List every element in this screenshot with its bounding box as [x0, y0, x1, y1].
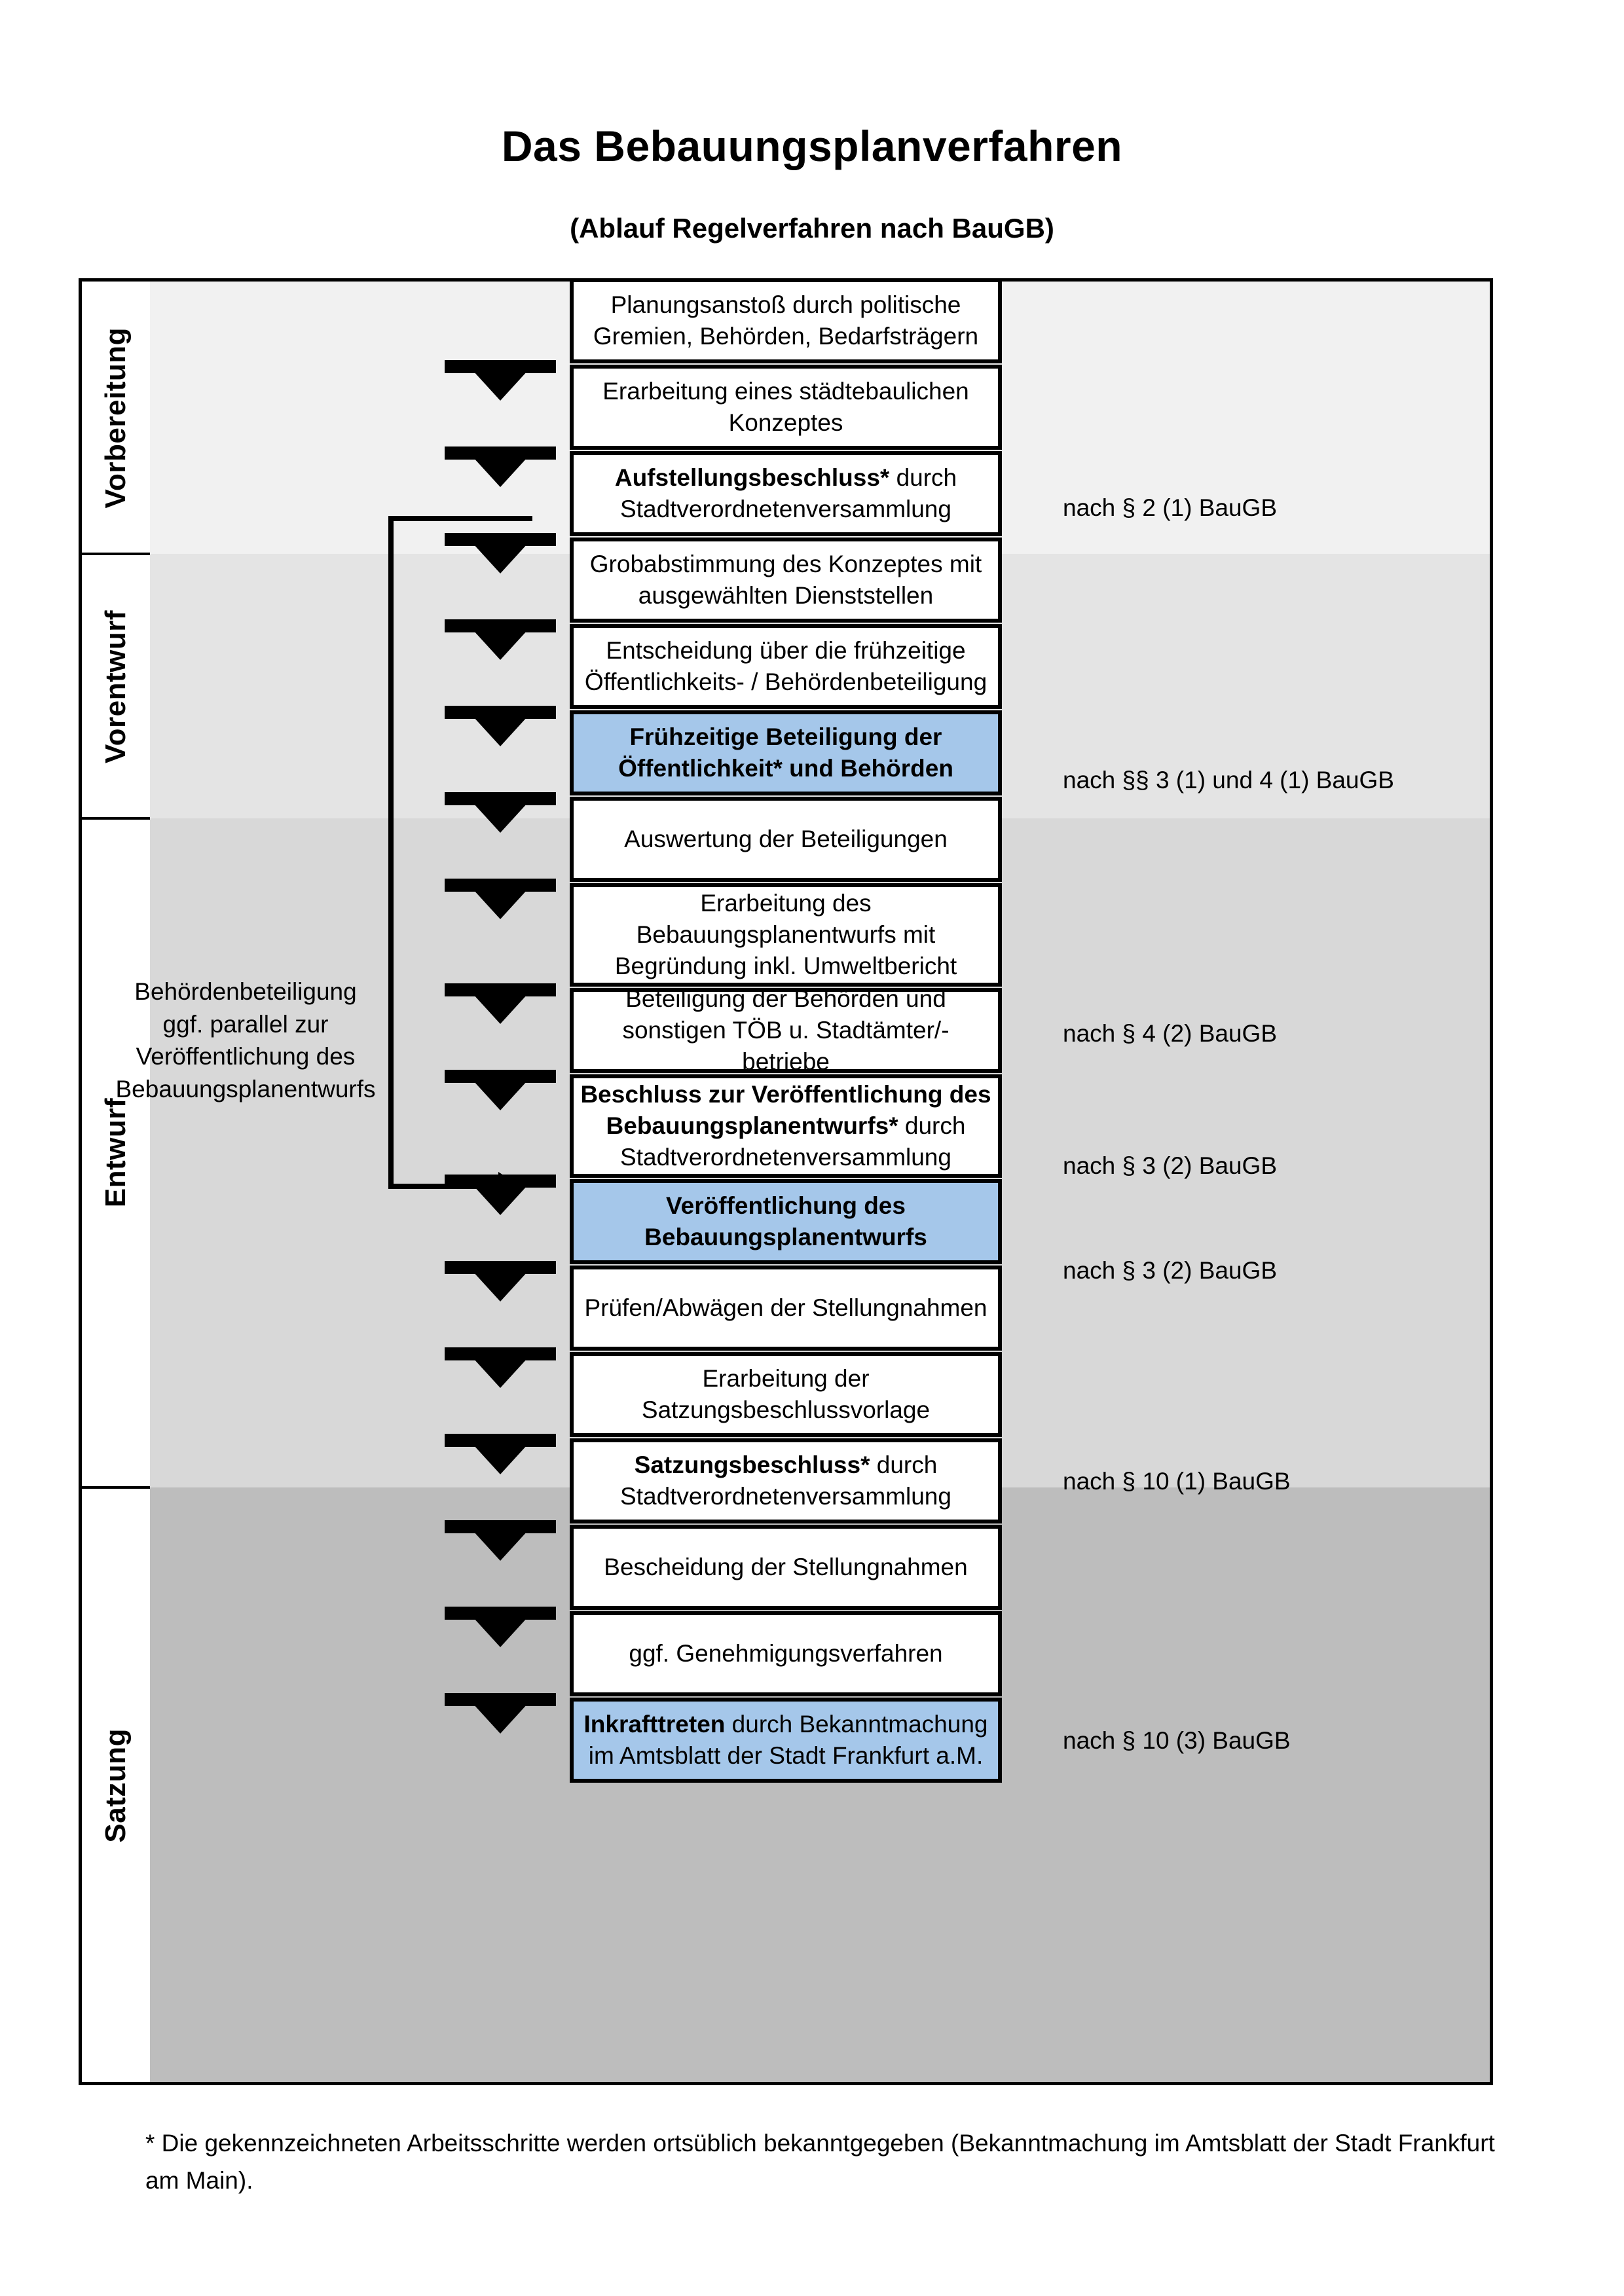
step-line-2: Gremien, Behörden, Bedarfsträgern	[593, 323, 979, 350]
step-line-1-rest: durch	[870, 1451, 938, 1478]
step-line-1: Prüfen/Abwägen der Stellungnahmen	[584, 1294, 987, 1321]
step-line-1: Entscheidung über die frühzeitige	[606, 636, 966, 664]
step-beschluss-veroeffentlichung[interactable]: Beschluss zur Veröffentlichung des Bebau…	[570, 1074, 1002, 1178]
footnote: * Die gekennzeichneten Arbeitsschritte w…	[145, 2130, 1495, 2195]
side-note-line-4: Bebauungsplanentwurfs	[115, 1075, 376, 1102]
step-line-2: Bebauungsplanentwurfs mit	[636, 920, 936, 948]
law-ref-3-2-a: nach § 3 (2) BauGB	[1063, 1152, 1278, 1179]
step-aufstellungsbeschluss[interactable]: Aufstellungsbeschluss* durch Stadtverord…	[570, 451, 1002, 536]
phase-divider-2	[82, 817, 150, 820]
step-line-1-rest: durch	[889, 464, 957, 491]
step-erarbeitung-satzungsbeschlussvorlage[interactable]: Erarbeitung der Satzungsbeschlussvorlage	[570, 1352, 1002, 1437]
connector-vertical	[388, 516, 394, 1189]
step-line-2: Konzeptes	[728, 409, 843, 436]
step-genehmigungsverfahren[interactable]: ggf. Genehmigungsverfahren	[570, 1611, 1002, 1696]
step-veroeffentlichung-entwurf[interactable]: Veröffentlichung des Bebauungsplanentwur…	[570, 1179, 1002, 1264]
step-line-1: Erarbeitung eines städtebaulichen	[602, 377, 969, 405]
connector-arrowhead-icon	[498, 1172, 521, 1201]
side-note-line-1: Behördenbeteiligung	[134, 978, 357, 1005]
side-note-line-2: ggf. parallel zur	[162, 1010, 329, 1038]
step-line-1-rest: durch Bekanntmachung	[725, 1710, 988, 1738]
phase-cell-satzung: Satzung	[82, 1489, 150, 2082]
step-pruefen-abwaegen[interactable]: Prüfen/Abwägen der Stellungnahmen	[570, 1266, 1002, 1351]
step-staedtebauliches-konzept[interactable]: Erarbeitung eines städtebaulichen Konzep…	[570, 365, 1002, 450]
side-note-behoerdenbeteiligung: Behördenbeteiligung ggf. parallel zur Ve…	[108, 975, 383, 1105]
step-line-1: Bescheidung der Stellungnahmen	[604, 1553, 968, 1580]
step-emphasis-line-1: Beschluss zur Veröffentlichung des	[580, 1080, 991, 1108]
step-planungsanstoss[interactable]: Planungsanstoß durch politische Gremien,…	[570, 278, 1002, 363]
step-line-2: Öffentlichkeits- / Behördenbeteiligung	[584, 668, 987, 695]
step-line-1: ggf. Genehmigungsverfahren	[629, 1639, 943, 1667]
step-line-2: Bebauungsplanentwurfs	[644, 1224, 927, 1250]
step-line-1: Aufstellungsbeschluss* durch	[615, 462, 957, 494]
step-grobabstimmung[interactable]: Grobabstimmung des Konzeptes mit ausgewä…	[570, 538, 1002, 623]
law-ref-10-3: nach § 10 (3) BauGB	[1063, 1727, 1291, 1754]
step-line-1: Satzungsbeschluss* durch	[620, 1449, 951, 1481]
phase-label-column: Vorbereitung Vorentwurf Entwurf Satzung	[82, 282, 150, 2082]
step-emphasis-line-2: Bebauungsplanentwurfs*	[606, 1112, 898, 1139]
step-inkrafttreten[interactable]: Inkrafttreten durch Bekanntmachung im Am…	[570, 1698, 1002, 1783]
step-erarbeitung-bebauungsplanentwurf[interactable]: Erarbeitung des Bebauungsplanentwurfs mi…	[570, 883, 1002, 987]
phase-divider-1	[82, 553, 150, 555]
step-line-1: Grobabstimmung des Konzeptes mit	[589, 550, 982, 577]
step-line-1: Veröffentlichung des	[666, 1192, 906, 1219]
step-line-1: Erarbeitung der	[702, 1364, 870, 1392]
step-emphasis: Inkrafttreten	[583, 1710, 726, 1738]
page-title: Das Bebauungsplanverfahren	[501, 122, 1123, 170]
step-line-1: Inkrafttreten durch Bekanntmachung	[584, 1709, 988, 1740]
step-line-3: Begründung inkl. Umweltbericht	[614, 953, 957, 980]
step-line-2: Öffentlichkeit* und Behörden	[618, 755, 953, 782]
step-line-1: Planungsanstoß durch politische	[610, 291, 961, 318]
step-line-3: Stadtverordnetenversammlung	[620, 1144, 951, 1171]
phase-cell-vorbereitung: Vorbereitung	[82, 282, 150, 554]
law-ref-3-2-b: nach § 3 (2) BauGB	[1063, 1257, 1278, 1284]
phase-cell-vorentwurf: Vorentwurf	[82, 555, 150, 818]
phase-divider-3	[82, 1486, 150, 1489]
connector-top-horizontal	[388, 516, 532, 521]
step-line-2-rest: durch	[898, 1112, 966, 1139]
parallel-process-connector	[82, 282, 1490, 2082]
step-line-2: Bebauungsplanentwurfs* durch	[580, 1110, 991, 1142]
step-beteiligung-behoerden-toeb[interactable]: Beteiligung der Behörden und sonstigen T…	[570, 985, 1002, 1075]
connector-bottom-horizontal	[388, 1184, 500, 1189]
law-ref-4-2: nach § 4 (2) BauGB	[1063, 1020, 1278, 1047]
step-entscheidung-fruehzeitige-beteiligung[interactable]: Entscheidung über die frühzeitige Öffent…	[570, 624, 1002, 709]
law-ref-3-1-4-1: nach §§ 3 (1) und 4 (1) BauGB	[1063, 767, 1394, 793]
step-line-2: Stadtverordnetenversammlung	[620, 1483, 951, 1510]
page-subtitle: (Ablauf Regelverfahren nach BauGB)	[570, 213, 1054, 244]
step-line-2: Satzungsbeschlussvorlage	[641, 1396, 931, 1423]
step-emphasis: Satzungsbeschluss*	[634, 1451, 870, 1478]
step-line-2: sonstigen TÖB u. Stadtämter/-betriebe	[622, 1016, 950, 1076]
step-line-1: Beschluss zur Veröffentlichung des	[580, 1079, 991, 1110]
step-auswertung-beteiligungen[interactable]: Auswertung der Beteiligungen	[570, 797, 1002, 882]
law-ref-2-1: nach § 2 (1) BauGB	[1063, 494, 1278, 521]
step-line-1: Frühzeitige Beteiligung der	[629, 723, 942, 750]
step-bescheidung-stellungnahmen[interactable]: Bescheidung der Stellungnahmen	[570, 1525, 1002, 1610]
step-line-2: im Amtsblatt der Stadt Frankfurt a.M.	[588, 1742, 984, 1769]
law-ref-10-1: nach § 10 (1) BauGB	[1063, 1468, 1291, 1495]
step-line-2: Stadtverordnetenversammlung	[620, 496, 951, 522]
step-emphasis: Aufstellungsbeschluss*	[614, 464, 890, 491]
step-line-1: Beteiligung der Behörden und	[625, 985, 946, 1012]
side-note-line-3: Veröffentlichung des	[136, 1043, 356, 1070]
flowchart-frame: Vorbereitung Vorentwurf Entwurf Satzung	[79, 278, 1493, 2085]
step-fruehzeitige-beteiligung[interactable]: Frühzeitige Beteiligung der Öffentlichke…	[570, 710, 1002, 795]
phase-cell-entwurf: Entwurf	[82, 820, 150, 1486]
step-line-2: ausgewählten Dienststellen	[638, 582, 934, 609]
step-line-1: Auswertung der Beteiligungen	[624, 825, 948, 852]
step-line-1: Erarbeitung des	[700, 889, 872, 917]
step-satzungsbeschluss[interactable]: Satzungsbeschluss* durch Stadtverordnete…	[570, 1438, 1002, 1523]
